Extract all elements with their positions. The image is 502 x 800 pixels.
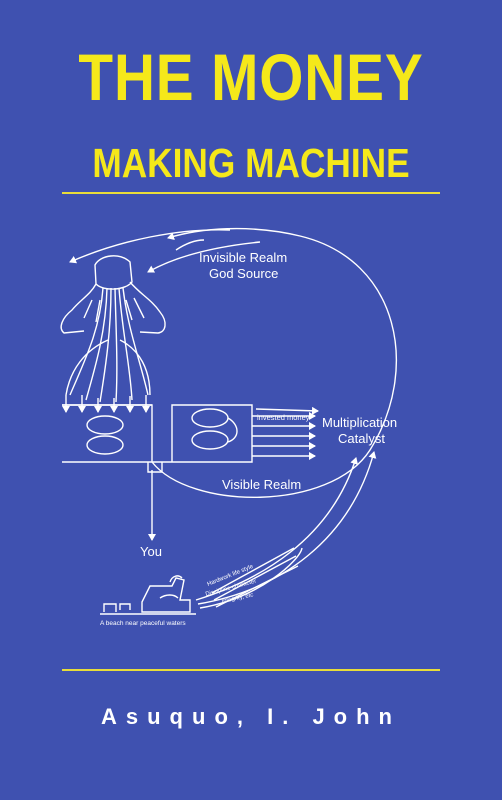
beach-label: A beach near peaceful waters: [100, 620, 186, 627]
bottom-divider: [62, 669, 440, 671]
left-loop-arrow: [69, 229, 231, 264]
author-name: Asuquo, I. John: [101, 704, 401, 729]
visible-realm-label: Visible Realm: [222, 477, 301, 492]
pouring-hands-icon: [60, 255, 166, 403]
beach-chair-icon: [100, 575, 196, 615]
small-loop-arrow: [147, 241, 261, 273]
god-source-label: God Source: [209, 266, 278, 281]
invisible-realm-label: Invisible Realm: [199, 250, 287, 265]
inner-loop: [175, 239, 205, 251]
top-divider: [62, 192, 440, 194]
title-line-2: MAKING MACHINE: [92, 140, 410, 186]
invested-money-label: invested money: [257, 413, 310, 422]
catalyst-label: Catalyst: [338, 431, 385, 446]
machine-body: [62, 404, 253, 463]
multiplication-label: Multiplication: [322, 415, 397, 430]
return-loop: [151, 227, 397, 499]
you-label: You: [140, 544, 162, 559]
output-pipe: [147, 462, 163, 473]
title-line-1: THE MONEY: [78, 40, 424, 114]
